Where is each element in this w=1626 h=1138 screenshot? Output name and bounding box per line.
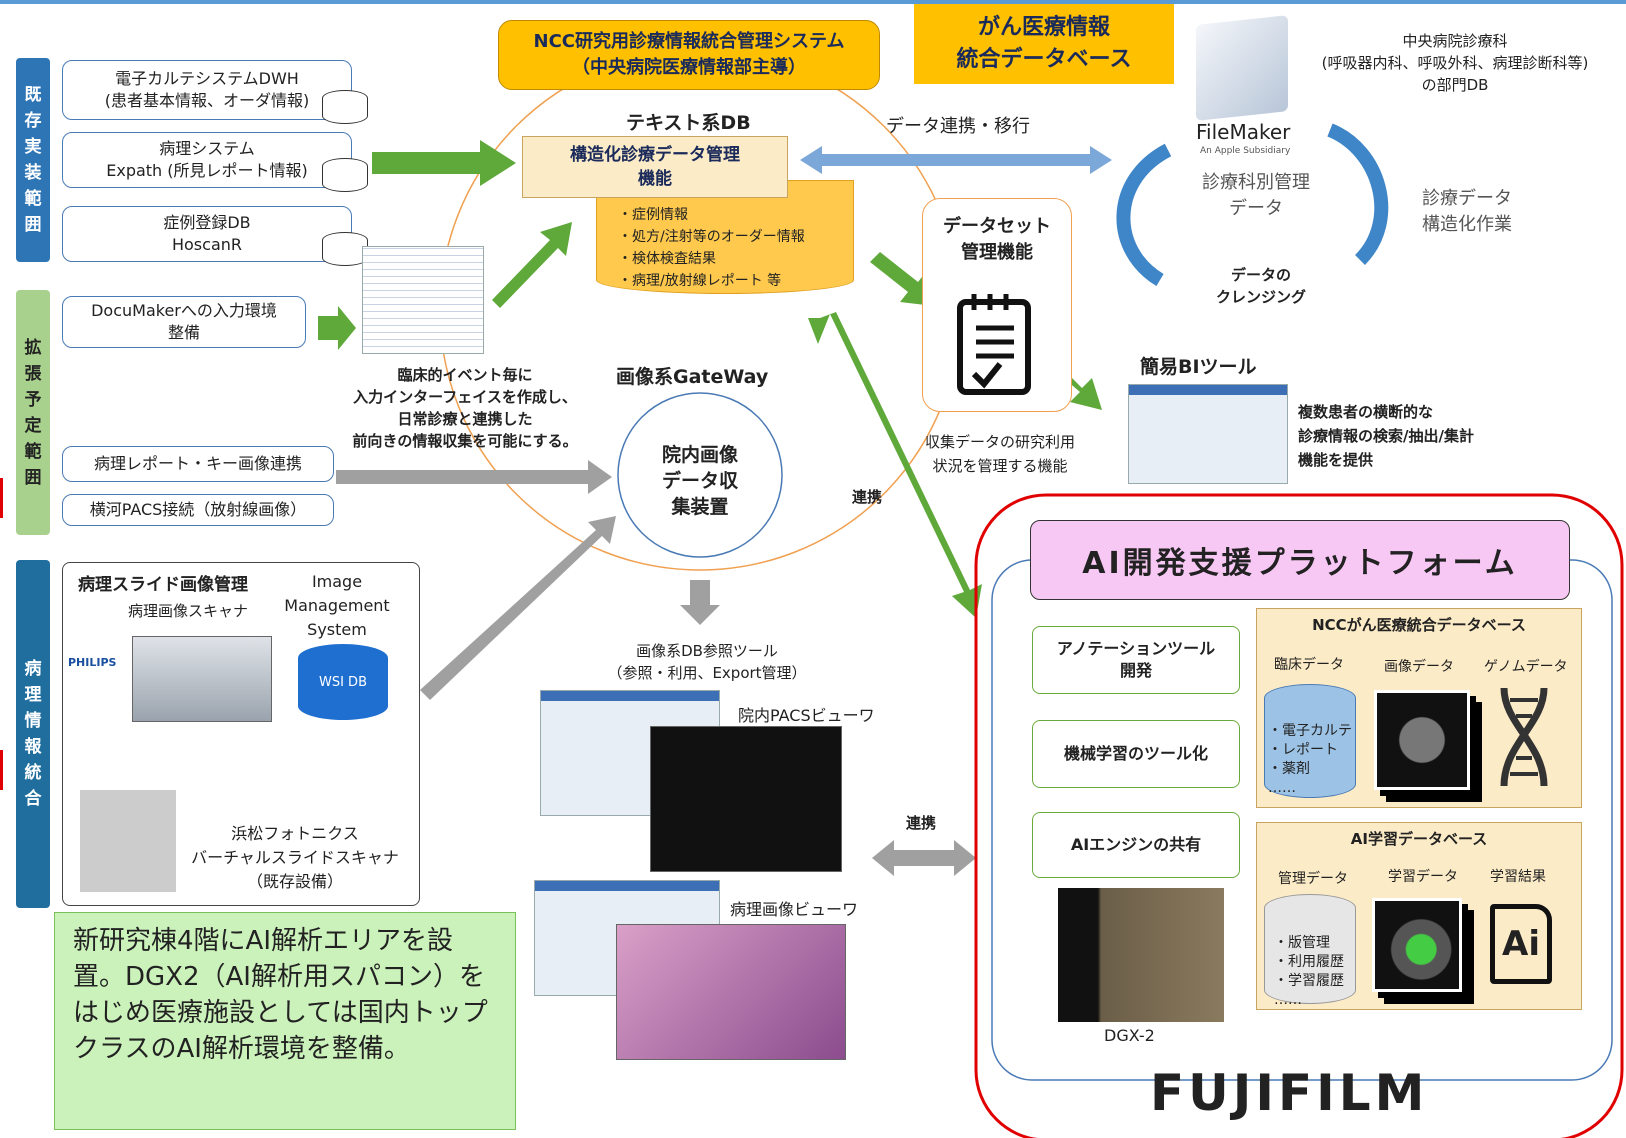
- filemaker-logo: FileMaker: [1196, 120, 1291, 144]
- emr-dwh-box: 電子カルテシステムDWH (患者基本情報、オーダ情報): [62, 60, 352, 120]
- folder-icon: [1196, 15, 1288, 121]
- arrow-viewer-ai-link: [872, 840, 976, 876]
- scanner-device-image: [132, 636, 272, 722]
- training-result-label: 学習結果: [1490, 869, 1546, 885]
- dept-db-label: 中央病院診療科 (呼吸器内科、呼吸外科、病理診断科等) の部門DB: [1321, 32, 1589, 94]
- dataset-title: データセット 管理機能: [943, 216, 1051, 263]
- ct-images: [1374, 690, 1470, 790]
- input-form-screenshot: [362, 246, 484, 354]
- wsi-db-label: WSI DB: [318, 674, 367, 690]
- gateway-device-label: 院内画像 データ収 集装置: [661, 444, 738, 518]
- philips-logo: PHILIPS: [68, 656, 117, 669]
- bi-tool-desc: 複数患者の横断的な 診療情報の検索/抽出/集計 機能を提供: [1298, 403, 1474, 469]
- arrow-textdb-to-dataset: [870, 252, 934, 306]
- structured-data-function: 構造化診療データ管理 機能: [522, 136, 788, 198]
- genome-data-label: ゲノムデータ: [1484, 659, 1568, 675]
- image-db-tool-label: 画像系DB参照ツール （参照・利用、Export管理）: [607, 642, 807, 682]
- label-pathology-integration: 病 理 情 報 統 合: [16, 560, 50, 908]
- hamamatsu-label: 浜松フォトニクス バーチャルスライドスキャナ （既存設備）: [191, 824, 399, 891]
- arrow-bidirectional-ai-link: [808, 312, 982, 618]
- link-label-top: 連携: [852, 488, 883, 506]
- checklist-icon: [954, 290, 1038, 398]
- label-existing-scope: 既 存 実 装 範 囲: [16, 58, 50, 262]
- wsi-db-cylinder: WSI DB: [298, 644, 388, 720]
- annotation-tool-box: アノテーションツール 開発: [1032, 626, 1240, 694]
- clinical-db-cylinder: [1264, 684, 1356, 798]
- link-label-bottom: 連携: [906, 814, 937, 832]
- pathology-system-box: 病理システム Expath (所見レポート情報): [62, 132, 352, 188]
- documaker-box: DocuMakerへの入力環境 整備: [62, 296, 306, 348]
- image-data-label: 画像データ: [1384, 659, 1454, 675]
- top-rule: [0, 0, 1626, 4]
- mgmt-data-label: 管理データ: [1278, 871, 1348, 887]
- dept-data-label: 診療科別管理 データ: [1202, 172, 1310, 219]
- ai-engine-box: AIエンジンの共有: [1032, 812, 1240, 878]
- text-db-cylinder: [596, 180, 854, 294]
- arrow-pathology-to-textdb: [372, 140, 516, 186]
- dgx-device-image: [1058, 888, 1224, 1022]
- hamamatsu-scanner-image: [80, 790, 176, 892]
- ai-area-note: 新研究棟4階にAI解析エリアを設置。DGX2（AI解析用スパコン）をはじめ医療施…: [54, 912, 516, 1130]
- filemaker-sub: An Apple Subsidiary: [1200, 146, 1291, 156]
- ml-tool-box: 機械学習のツール化: [1032, 720, 1240, 788]
- fujifilm-logo: FUJIFILM: [1150, 1064, 1429, 1122]
- clinical-items: ・電子カルテ ・レポート ・薬剤 ……: [1268, 723, 1352, 796]
- ai-icon-label: Ai: [1502, 924, 1540, 964]
- dgx-label: DGX-2: [1104, 1026, 1155, 1045]
- ai-platform-outline: [974, 493, 1624, 1138]
- mgmt-items: ・版管理 ・利用履歴 ・学習履歴 ……: [1274, 935, 1344, 1008]
- arrow-dataset-to-bi: [1066, 376, 1102, 410]
- clinical-event-text: 臨床的イベント毎に 入力インターフェイスを作成し、 日常診療と連携した 前向きの…: [352, 366, 578, 450]
- arrow-data-link-migration: [800, 146, 1112, 174]
- clinical-data-label: 臨床データ: [1274, 657, 1344, 673]
- ncc-db-title: NCCがん医療統合データベース: [1312, 616, 1526, 634]
- training-images: [1372, 898, 1462, 992]
- dna-icon: [1496, 684, 1552, 794]
- pathology-scanner-label: 病理画像スキャナ: [128, 602, 249, 620]
- yokogawa-pacs-box: 横河PACS接続（放射線画像）: [62, 494, 334, 526]
- cleansing-label: データの クレンジング: [1215, 266, 1306, 306]
- pathology-viewer-label: 病理画像ビューワ: [730, 900, 859, 919]
- arrow-form-to-textdb: [492, 222, 572, 308]
- cancer-db-banner: がん医療情報 統合データベース: [914, 4, 1174, 84]
- ncc-system-banner: NCC研究用診療情報統合管理システム （中央病院医療情報部主導）: [498, 20, 880, 90]
- arrow-pathreport-to-gateway: [336, 460, 612, 494]
- training-data-label: 学習データ: [1388, 869, 1458, 885]
- text-db-items: ・症例情報 ・処方/注射等のオーダー情報 ・検体検査結果 ・病理/放射線レポート…: [618, 207, 805, 289]
- ai-platform-title: AI開発支援プラットフォーム: [1030, 520, 1570, 600]
- label-planned-scope: 拡 張 予 定 範 囲: [16, 290, 50, 535]
- pathology-slide-title: 病理スライド画像管理: [78, 575, 248, 595]
- text-db-title: テキスト系DB: [626, 112, 751, 134]
- red-marker-2: [0, 750, 3, 790]
- case-db-box: 症例登録DB HoscanR: [62, 206, 352, 262]
- bi-tool-screenshot: [1128, 384, 1288, 484]
- cycle-arrow-left: [1116, 143, 1172, 286]
- cycle-arrow-right: [1327, 123, 1389, 265]
- ai-learning-db-title: AI学習データベース: [1350, 830, 1488, 848]
- arrow-documaker-to-form: [318, 306, 356, 350]
- pathology-viewer-screenshot: [616, 924, 846, 1060]
- data-link-migration-label: データ連携・移行: [886, 116, 1030, 137]
- structuring-label: 診療データ 構造化作業: [1422, 188, 1512, 235]
- db-cylinder-icon: [322, 90, 368, 124]
- pacs-viewer-screenshot: [650, 726, 842, 872]
- arrow-slides-to-gateway: [420, 516, 616, 700]
- arrow-gateway-to-tool: [680, 580, 720, 625]
- bi-tool-title: 簡易BIツール: [1140, 356, 1257, 378]
- dataset-caption: 収集データの研究利用 状況を管理する機能: [924, 433, 1075, 475]
- db-cylinder-icon: [322, 158, 368, 192]
- path-report-link-box: 病理レポート・キー画像連携: [62, 446, 334, 482]
- ims-label: Image Management System: [284, 572, 390, 639]
- red-marker-1: [0, 478, 3, 518]
- image-gateway-title: 画像系GateWay: [616, 366, 769, 388]
- pacs-viewer-label: 院内PACSビューワ: [738, 706, 875, 725]
- ai-file-icon: Ai: [1490, 904, 1552, 984]
- mgmt-db-cylinder: [1264, 894, 1356, 1004]
- gateway-circle: [617, 392, 783, 558]
